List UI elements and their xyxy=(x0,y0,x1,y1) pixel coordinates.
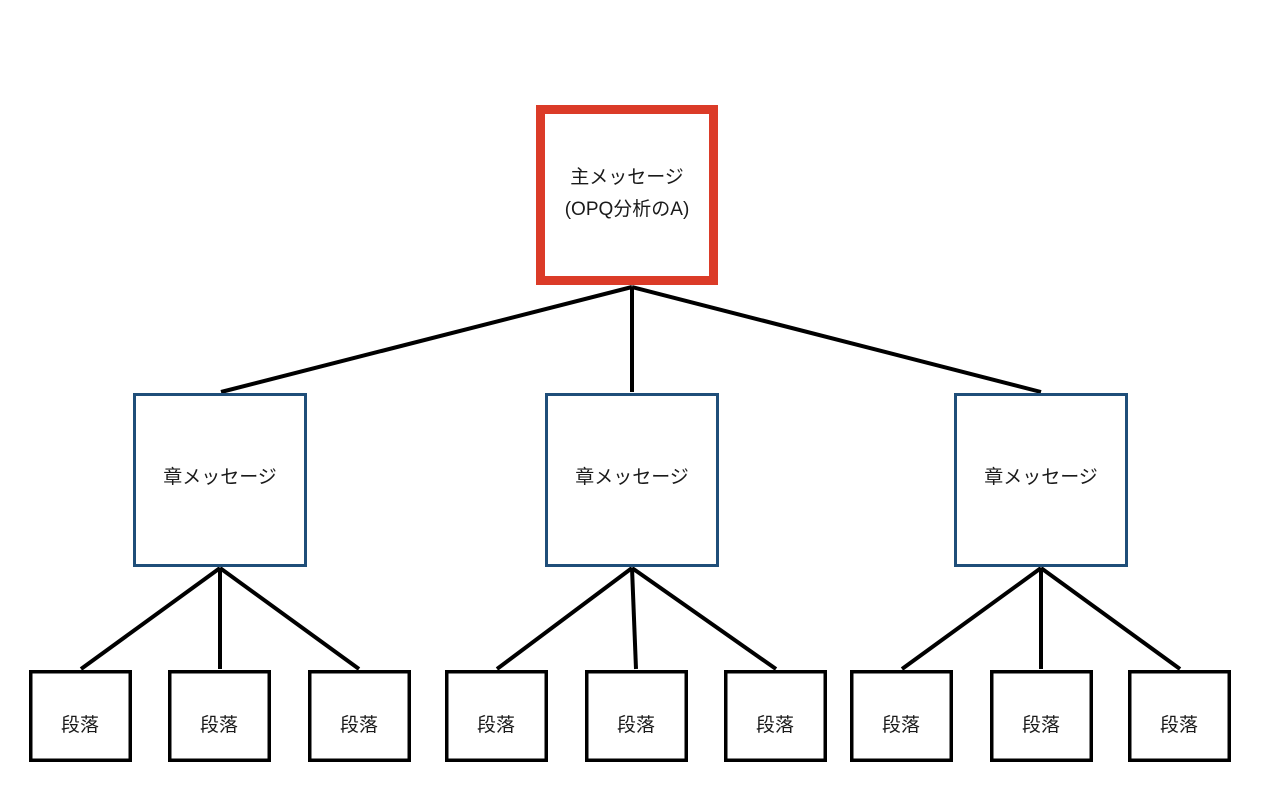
paragraph-node-7-label: 段落 xyxy=(882,714,920,736)
chapter-node-2[interactable]: 章メッセージ xyxy=(545,393,719,567)
chapter-node-3-box[interactable] xyxy=(954,393,1128,567)
chapter-node-3-label: 章メッセージ xyxy=(984,466,1098,488)
paragraph-node-6-box[interactable] xyxy=(724,670,827,762)
paragraph-node-1-label: 段落 xyxy=(61,714,99,736)
root-node-label-line1: 主メッセージ xyxy=(570,166,684,188)
connector-chapter-3-to-paragraph-9 xyxy=(1039,566,1182,671)
connector-group-root-to-chapters xyxy=(220,285,1042,394)
paragraph-node-4[interactable]: 段落 xyxy=(445,670,548,762)
connector-chapter-3-to-paragraph-7 xyxy=(900,566,1043,671)
connector-group-chapters-to-paragraphs xyxy=(79,566,1182,671)
paragraph-node-8-label: 段落 xyxy=(1022,714,1060,736)
paragraph-node-7-box[interactable] xyxy=(850,670,953,762)
chapter-node-1[interactable]: 章メッセージ xyxy=(133,393,307,567)
paragraph-node-5-box[interactable] xyxy=(585,670,688,762)
paragraph-node-4-label: 段落 xyxy=(477,714,515,736)
paragraph-node-2-label: 段落 xyxy=(200,714,238,736)
root-node-label-line2: (OPQ分析のA) xyxy=(565,198,690,220)
paragraph-node-5-label: 段落 xyxy=(617,714,655,736)
paragraph-node-8-box[interactable] xyxy=(990,670,1093,762)
paragraph-node-6-label: 段落 xyxy=(756,714,794,736)
paragraph-node-7[interactable]: 段落 xyxy=(850,670,953,762)
paragraph-node-6[interactable]: 段落 xyxy=(724,670,827,762)
paragraph-node-4-box[interactable] xyxy=(445,670,548,762)
paragraph-node-9[interactable]: 段落 xyxy=(1128,670,1231,762)
paragraph-node-9-label: 段落 xyxy=(1160,714,1198,736)
chapter-node-1-box[interactable] xyxy=(133,393,307,567)
chapter-node-2-box[interactable] xyxy=(545,393,719,567)
connector-chapter-2-to-paragraph-6 xyxy=(630,566,778,671)
paragraph-node-5[interactable]: 段落 xyxy=(585,670,688,762)
paragraph-node-1-box[interactable] xyxy=(29,670,132,762)
connector-root-to-chapter-1 xyxy=(220,285,633,394)
connector-chapter-1-to-paragraph-3 xyxy=(218,566,361,671)
chapter-node-1-label: 章メッセージ xyxy=(163,466,277,488)
connector-chapter-1-to-paragraph-1 xyxy=(79,566,222,671)
connector-chapter-2-to-paragraph-5 xyxy=(630,567,638,670)
root-node-box[interactable] xyxy=(536,105,718,285)
paragraph-node-2[interactable]: 段落 xyxy=(168,670,271,762)
chapter-node-2-label: 章メッセージ xyxy=(575,466,689,488)
paragraph-node-8[interactable]: 段落 xyxy=(990,670,1093,762)
paragraph-node-2-box[interactable] xyxy=(168,670,271,762)
paragraph-node-9-box[interactable] xyxy=(1128,670,1231,762)
root-node[interactable]: 主メッセージ (OPQ分析のA) xyxy=(536,105,718,285)
paragraph-node-3[interactable]: 段落 xyxy=(308,670,411,762)
connector-chapter-2-to-paragraph-4 xyxy=(495,566,634,671)
chapter-node-3[interactable]: 章メッセージ xyxy=(954,393,1128,567)
connector-root-to-chapter-3 xyxy=(631,285,1042,394)
paragraph-node-1[interactable]: 段落 xyxy=(29,670,132,762)
paragraph-node-3-box[interactable] xyxy=(308,670,411,762)
paragraph-node-3-label: 段落 xyxy=(340,714,378,736)
